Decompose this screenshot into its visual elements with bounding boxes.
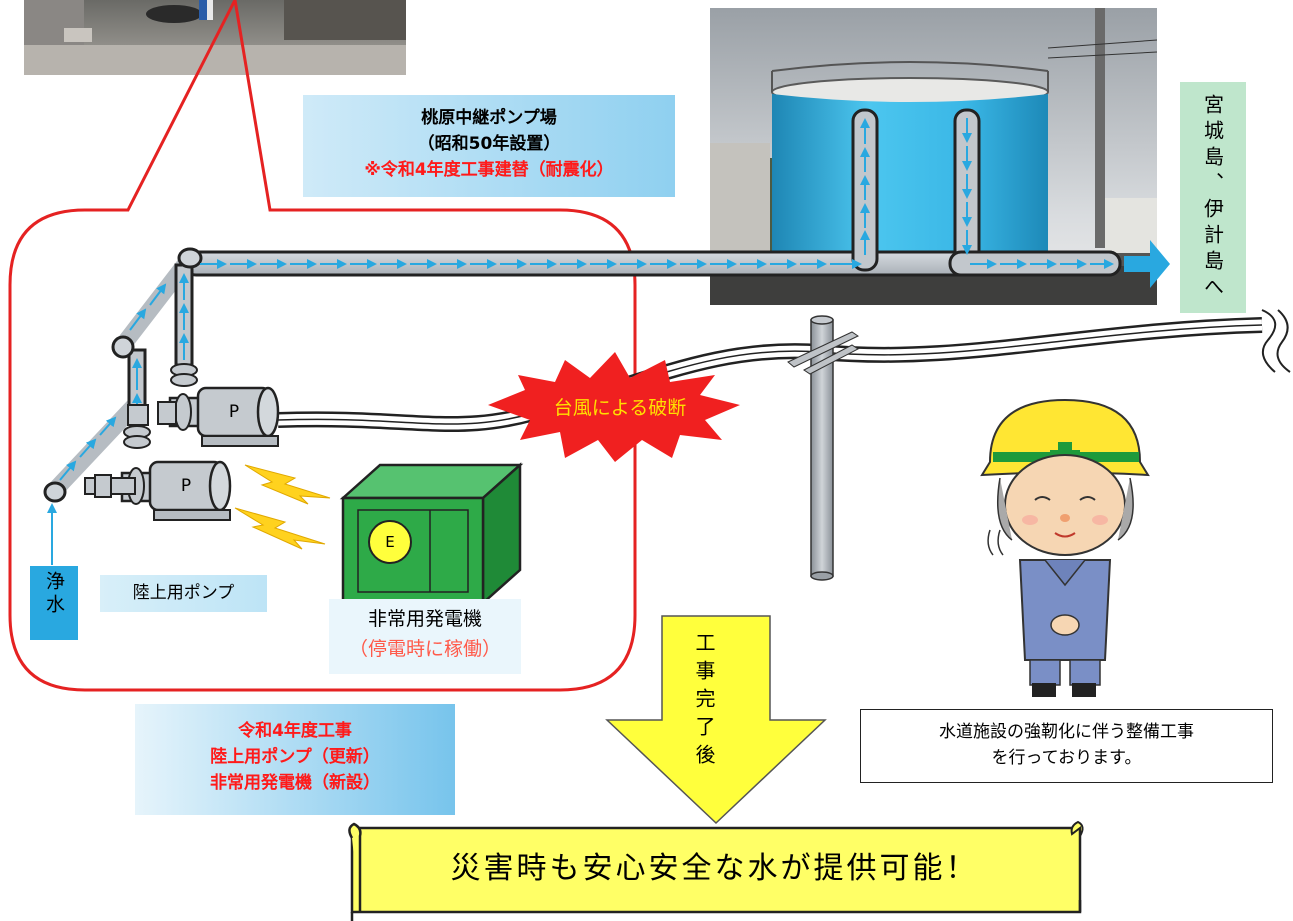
riser-pipes: [46, 249, 199, 499]
destination-arrow: [1124, 240, 1170, 288]
pump-lower: [84, 460, 232, 521]
station-name: 桃原中継ポンプ場: [421, 108, 557, 128]
pump-upper-label: P: [228, 402, 240, 422]
destination-label: 宮城島、伊計島へ: [1180, 82, 1246, 313]
water-source-label: 浄水: [30, 566, 78, 640]
generator-label: 非常用発電機 （停電時に稼働）: [329, 599, 521, 674]
works-line-2: 陸上用ポンプ（更新）: [210, 747, 380, 767]
works-label: 令和4年度工事 陸上用ポンプ（更新） 非常用発電機（新設）: [135, 704, 455, 815]
station-label: 桃原中継ポンプ場 （昭和50年設置） ※令和4年度工事建替（耐震化）: [303, 95, 675, 197]
facility-boundary: [8, 0, 637, 692]
completion-arrow-text: 工事完了後: [692, 632, 716, 772]
worker-illustration: [980, 398, 1150, 697]
pump-station-photo: [24, 0, 406, 75]
water-source-text: 浄水: [43, 571, 65, 617]
banner-text: 災害時も安心安全な水が提供可能！: [450, 851, 979, 886]
pump-lower-label: P: [180, 476, 192, 496]
typhoon-label: 台風による破断: [553, 397, 687, 419]
works-line-3: 非常用発電機（新設）: [210, 773, 380, 793]
pump-upper: [157, 386, 280, 447]
generator-e-icon: E: [368, 520, 412, 564]
station-note: ※令和4年度工事建替（耐震化）: [364, 160, 614, 180]
typhoon-burst: [488, 352, 740, 462]
result-banner: [348, 820, 1084, 921]
destination-text: 宮城島、伊計島へ: [1200, 93, 1225, 302]
works-line-1: 令和4年度工事: [238, 721, 352, 741]
completion-arrow: [605, 615, 827, 825]
generator-name: 非常用発電機: [367, 608, 482, 630]
cable-break-mark: [1261, 309, 1277, 373]
flow-arrows: [47, 118, 1114, 565]
emergency-generator: [339, 462, 524, 606]
lightning-icon: [234, 464, 331, 550]
notice-box: 水道施設の強靭化に伴う整備工事 を行っております。: [860, 709, 1273, 783]
pump-label: 陸上用ポンプ: [100, 575, 267, 612]
generator-sublabel: （停電時に稼働）: [348, 638, 501, 660]
notice-line-1: 水道施設の強靭化に伴う整備工事: [939, 722, 1194, 742]
station-built: （昭和50年設置）: [417, 134, 561, 154]
valves: [94, 363, 198, 498]
utility-pole: [787, 315, 860, 581]
notice-line-2: を行っております。: [991, 748, 1142, 768]
tank-pipes: [851, 108, 1122, 277]
